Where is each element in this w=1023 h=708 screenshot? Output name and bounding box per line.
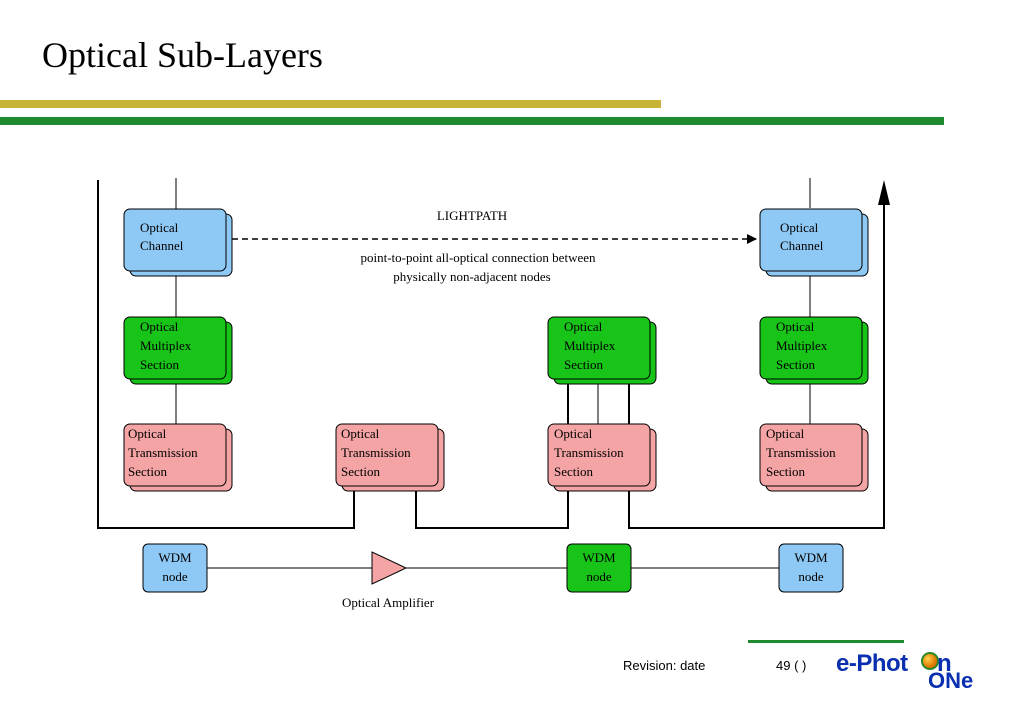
ots-1-line3: Section — [128, 464, 167, 479]
upward-arrow-head — [878, 180, 890, 205]
optical-channel-box-left: Optical Channel — [123, 208, 233, 277]
title-underline-gold — [0, 100, 661, 108]
revision-label: Revision: date — [623, 658, 706, 673]
optical-transmission-section-box-4: Optical Transmission Section — [759, 423, 869, 492]
optical-channel-box-right: Optical Channel — [759, 208, 869, 277]
ots-2-line3: Section — [341, 464, 380, 479]
wdm-right-line2: node — [798, 569, 824, 584]
e-photon-one-logo: e-Phot n ONe — [836, 650, 976, 694]
wdm-node-right: WDM node — [778, 543, 844, 593]
ots-4-line3: Section — [766, 464, 805, 479]
ots-4-line2: Transmission — [766, 445, 836, 460]
oms-right-line1: Optical — [776, 319, 815, 334]
ots-2-line2: Transmission — [341, 445, 411, 460]
oms-left-line1: Optical — [140, 319, 179, 334]
title-underline-green — [0, 117, 944, 125]
ots-3-line3: Section — [554, 464, 593, 479]
oms-middle-line1: Optical — [564, 319, 603, 334]
wdm-middle-line2: node — [586, 569, 612, 584]
logo-text-line2: ONe — [928, 668, 974, 693]
ots-3-line1: Optical — [554, 426, 593, 441]
optical-amplifier-icon — [371, 551, 408, 585]
footer-divider — [748, 640, 904, 643]
oms-right-line2: Multiplex — [776, 338, 828, 353]
oms-right-line3: Section — [776, 357, 815, 372]
optical-multiplex-section-box-left: Optical Multiplex Section — [123, 316, 233, 385]
optical-amplifier-label: Optical Amplifier — [342, 595, 435, 610]
wdm-left-line1: WDM — [158, 550, 192, 565]
wdm-node-middle: WDM node — [566, 543, 632, 593]
optical-transmission-section-box-3: Optical Transmission Section — [547, 423, 657, 492]
logo-globe-icon — [921, 652, 939, 670]
oms-middle-line3: Section — [564, 357, 603, 372]
oms-left-line2: Multiplex — [140, 338, 192, 353]
ots-1-line1: Optical — [128, 426, 167, 441]
wdm-middle-line1: WDM — [582, 550, 616, 565]
ots-2-line1: Optical — [341, 426, 380, 441]
optical-multiplex-section-box-right: Optical Multiplex Section — [759, 316, 869, 385]
optical-transmission-section-box-1: Optical Transmission Section — [123, 423, 233, 492]
och-left-line1: Optical — [140, 220, 179, 235]
logo-text-line1: e-Phot — [836, 650, 908, 677]
optical-transmission-section-box-2: Optical Transmission Section — [335, 423, 445, 492]
lightpath-description-line2: physically non-adjacent nodes — [393, 269, 550, 284]
och-left-line2: Channel — [140, 238, 184, 253]
lightpath-label: LIGHTPATH — [437, 208, 507, 223]
ots-4-line1: Optical — [766, 426, 805, 441]
och-right-line2: Channel — [780, 238, 824, 253]
oms-left-line3: Section — [140, 357, 179, 372]
oms-middle-line2: Multiplex — [564, 338, 616, 353]
wdm-right-line1: WDM — [794, 550, 828, 565]
page-title: Optical Sub-Layers — [42, 35, 323, 75]
connection-lines — [97, 178, 885, 569]
lightpath-description-line1: point-to-point all-optical connection be… — [360, 250, 596, 265]
page-number: 49 ( ) — [776, 658, 807, 673]
och-right-line1: Optical — [780, 220, 819, 235]
ots-3-line2: Transmission — [554, 445, 624, 460]
wdm-node-left: WDM node — [142, 543, 208, 593]
wdm-left-line2: node — [162, 569, 188, 584]
optical-multiplex-section-box-middle: Optical Multiplex Section — [547, 316, 657, 385]
logo-text-line1b: n — [937, 650, 952, 677]
ots-1-line2: Transmission — [128, 445, 198, 460]
